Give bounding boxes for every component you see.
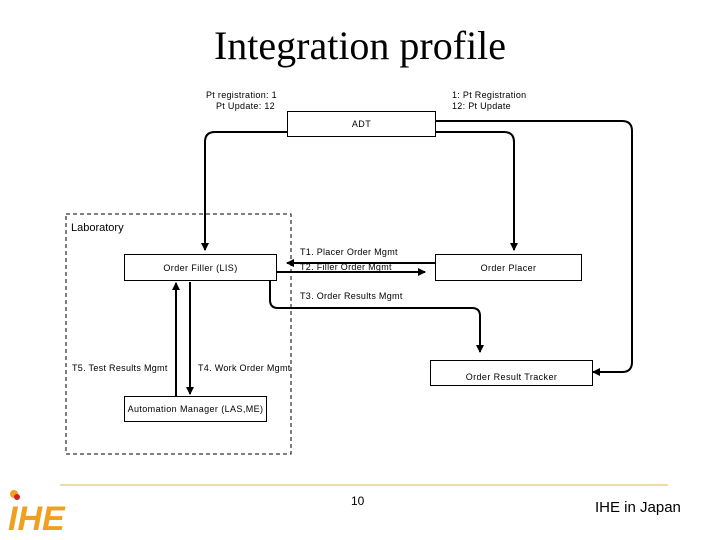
t3-path: [269, 280, 484, 353]
adt-to-order-filler-line: [201, 131, 287, 251]
order-placer-box: Order Placer: [435, 254, 582, 281]
t4-label: T4. Work Order Mgmt: [198, 363, 291, 373]
adt-to-order-placer-line: [436, 131, 518, 251]
adt-right-note-2: 12: Pt Update: [452, 101, 511, 111]
t2-label: T2. Filler Order Mgmt: [300, 262, 392, 272]
footer-brand: IHE in Japan: [595, 499, 681, 516]
adt-right-note-1: 1: Pt Registration: [452, 90, 527, 100]
adt-actor-box: ADT: [287, 111, 436, 137]
order-filler-box: Order Filler (LIS): [124, 254, 277, 281]
ihe-logo: IHE: [8, 490, 66, 538]
page-title: Integration profile: [213, 23, 507, 68]
laboratory-boundary: [65, 213, 292, 455]
automation-manager-box: Automation Manager (LAS,ME): [124, 396, 267, 422]
adt-label: ADT: [351, 119, 372, 129]
adt-left-note-2: Pt Update: 12: [216, 101, 275, 111]
page-number: 10: [351, 494, 365, 508]
logo-text: IHE: [8, 500, 66, 538]
adt-to-tracker-line: [436, 120, 633, 376]
adt-left-note-1: Pt registration: 1: [206, 90, 277, 100]
automation-manager-label: Automation Manager (LAS,ME): [127, 404, 264, 414]
order-filler-label: Order Filler (LIS): [163, 262, 238, 273]
order-result-tracker-label: Order Result Tracker: [465, 372, 558, 382]
t5-label: T5. Test Results Mgmt: [72, 363, 168, 373]
laboratory-label: Laboratory: [71, 222, 124, 234]
order-placer-label: Order Placer: [480, 262, 537, 273]
t3-label: T3. Order Results Mgmt: [300, 291, 403, 301]
order-result-tracker-box: Order Result Tracker: [430, 360, 593, 386]
t1-label: T1. Placer Order Mgmt: [300, 247, 398, 257]
